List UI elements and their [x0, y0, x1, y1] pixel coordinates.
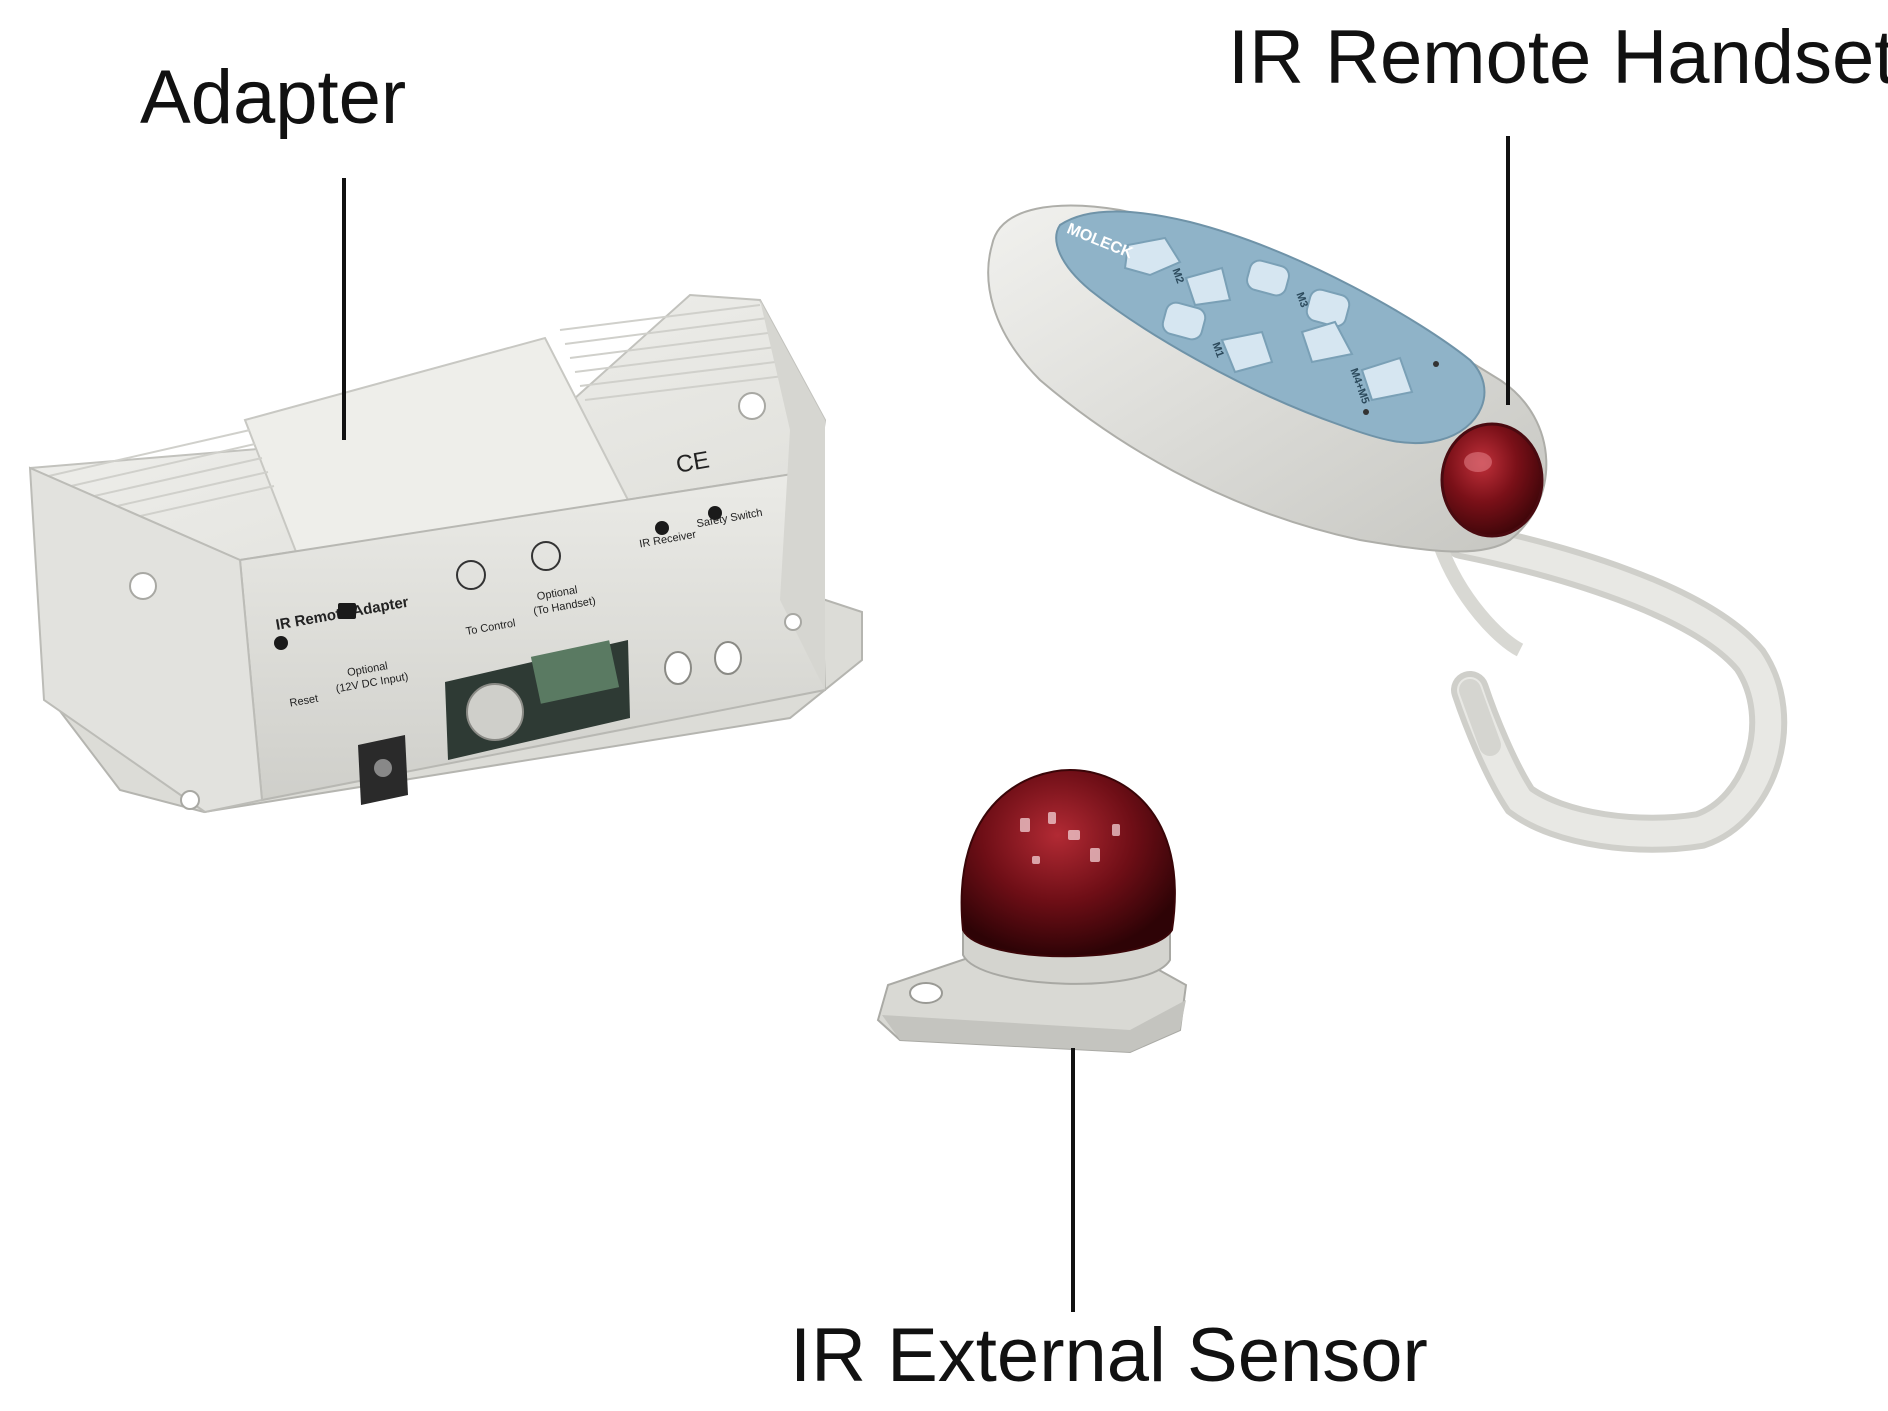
dc-input-icon: [338, 603, 356, 619]
safety-switch-dot-icon: [708, 506, 722, 520]
handset-port-icon: [531, 541, 561, 571]
handset-lens-icon: [1440, 422, 1544, 538]
adapter-label: Adapter: [140, 55, 407, 140]
handset-label: IR Remote Handset: [1228, 15, 1888, 100]
reset-hole-icon: [274, 636, 288, 650]
button-tag-m3-text: M3: [1293, 291, 1310, 309]
button-tag-m1-text: M1: [1209, 341, 1226, 359]
reset-text: Reset: [289, 693, 319, 710]
leader-lines: [342, 136, 1510, 1312]
ir-receiver-dot-icon: [655, 521, 669, 535]
button-tag-m2-text: M2: [1169, 267, 1186, 285]
din-port-icon: [456, 560, 486, 590]
ir-remote-handset: MOLECK M1 M2 M3 M4+M5: [987, 204, 1788, 853]
ir-external-sensor: [876, 768, 1188, 1054]
sensor-label: IR External Sensor: [790, 1313, 1428, 1398]
adapter-box: IR Remote Adapter Reset Optional (12V DC…: [28, 293, 863, 814]
ce-mark-text: CE: [674, 446, 712, 478]
